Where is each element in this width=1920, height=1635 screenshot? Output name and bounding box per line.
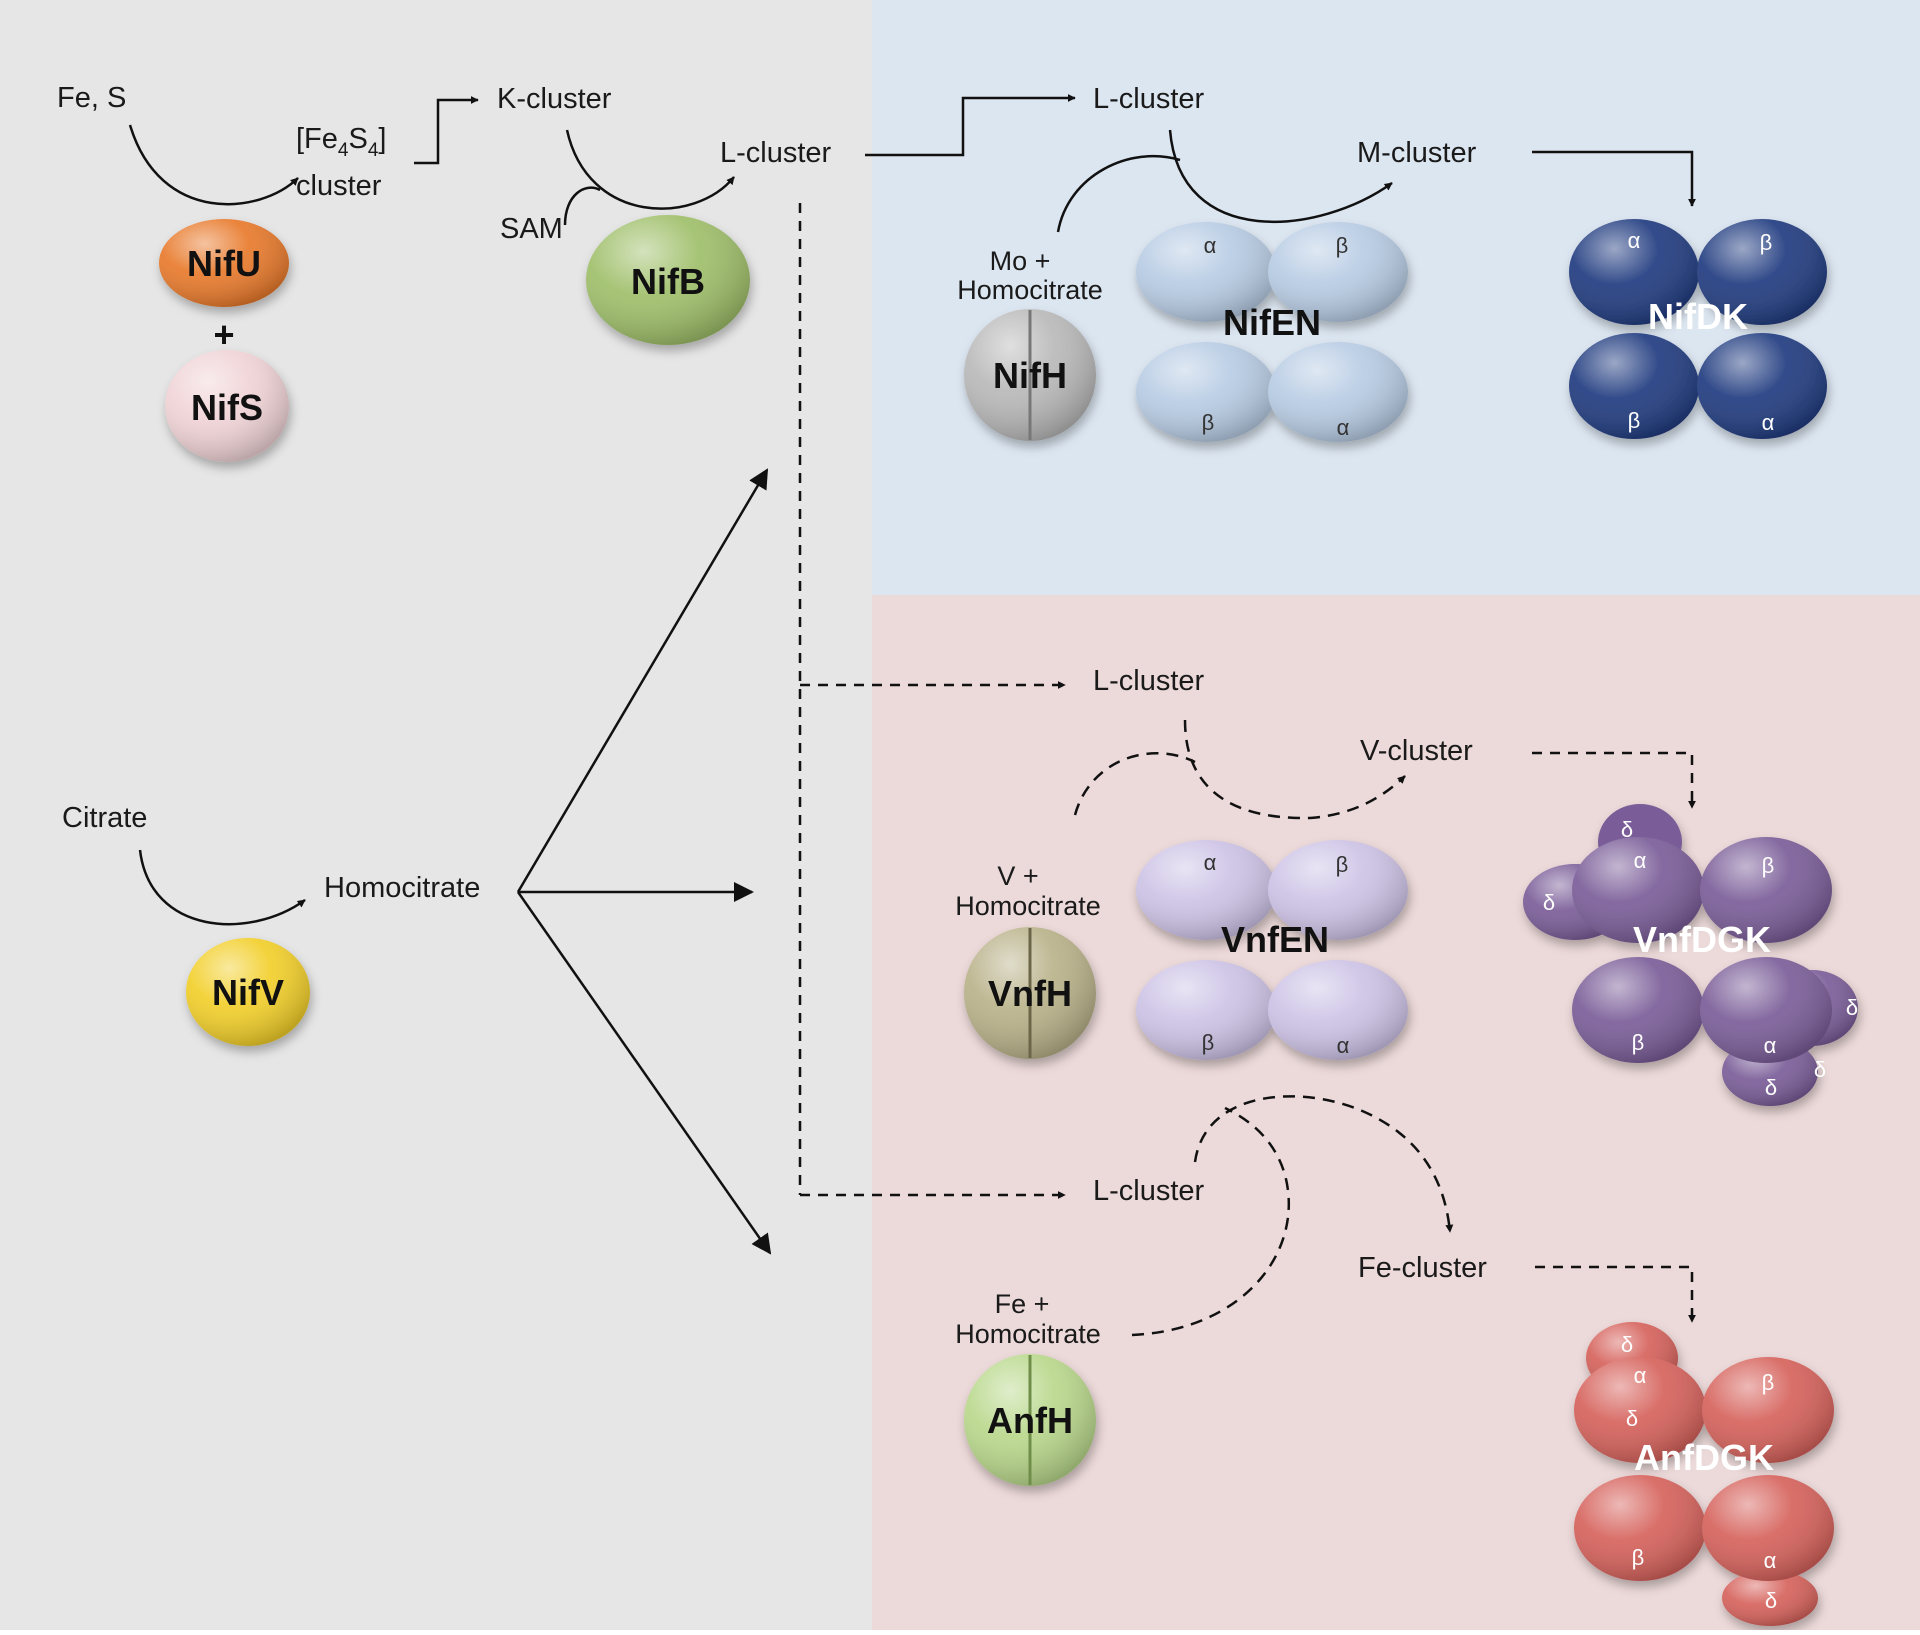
vnfen-label: VnfEN	[1221, 919, 1329, 960]
nifen-beta-bottom: β	[1202, 410, 1215, 435]
vnfdgk-beta-bottom: β	[1632, 1030, 1645, 1055]
m-cluster-label: M-cluster	[1357, 137, 1477, 169]
homocitrate-label: Homocitrate	[324, 872, 480, 904]
mo-homocitrate-label-1: Mo +	[990, 246, 1051, 276]
nifs-protein	[165, 350, 289, 462]
anf-arrow	[1193, 1095, 1454, 1233]
vnfen-beta-bottom: β	[1202, 1030, 1215, 1055]
mo-homocitrate-arrow	[1056, 155, 1181, 233]
nifs-label: NifS	[191, 387, 263, 428]
m-cluster-to-nifdk-arrow	[1532, 150, 1696, 207]
nifdk-alpha-top: α	[1628, 228, 1641, 253]
anfdgk-alpha-bottom: α	[1764, 1548, 1777, 1573]
nifh-label: NifH	[993, 355, 1067, 396]
nifu-label: NifU	[187, 243, 261, 284]
homocitrate-to-mo-arrow	[516, 468, 769, 893]
fe-s-label: Fe, S	[57, 82, 126, 114]
vnfen-alpha-top: α	[1204, 850, 1217, 875]
nifen-protein	[1136, 222, 1408, 442]
fe-homocitrate-label-1: Fe +	[995, 1289, 1050, 1319]
l-cluster-v-label: L-cluster	[1093, 665, 1205, 697]
anfdgk-protein	[1574, 1322, 1834, 1626]
sam-arrow	[563, 186, 601, 226]
vnfdgk-protein	[1523, 804, 1858, 1106]
vnfdgk-delta-edge: δ	[1814, 1057, 1826, 1082]
anfdgk-label: AnfDGK	[1634, 1437, 1774, 1478]
l-cluster-fe-label: L-cluster	[1093, 1175, 1205, 1207]
vnfdgk-delta-right: δ	[1846, 995, 1858, 1020]
vnfh-protein	[964, 927, 1096, 1059]
fe4s4-cluster-label: cluster	[296, 170, 382, 202]
anfdgk-delta-bottom: δ	[1765, 1588, 1777, 1613]
nifu-protein	[159, 219, 289, 307]
vnfdgk-delta-left: δ	[1543, 890, 1555, 915]
fe-cluster-label: Fe-cluster	[1358, 1252, 1487, 1284]
nifdk-beta-top: β	[1760, 230, 1773, 255]
anfdgk-beta-bottom: β	[1632, 1545, 1645, 1570]
vnfdgk-delta-top: δ	[1621, 817, 1633, 842]
citrate-label: Citrate	[62, 802, 147, 834]
nifdk-label: NifDK	[1648, 296, 1748, 337]
vnfen-arrow	[1183, 719, 1406, 820]
nifv-protein	[186, 938, 310, 1046]
v-homocitrate-label-2: Homocitrate	[955, 891, 1101, 921]
nifen-label: NifEN	[1223, 302, 1321, 343]
homocitrate-to-fe-arrow	[516, 891, 772, 1255]
anfdgk-alpha-top: α	[1634, 1363, 1647, 1388]
nifb-label: NifB	[631, 261, 705, 302]
fe-homocitrate-arrow	[1131, 1106, 1290, 1337]
nifen-beta-top: β	[1336, 233, 1349, 258]
fe-homocitrate-label-2: Homocitrate	[955, 1319, 1101, 1349]
anfdgk-beta-top: β	[1762, 1370, 1775, 1395]
l-cluster-main-label: L-cluster	[720, 137, 832, 169]
nifv-label: NifV	[212, 972, 284, 1013]
nifh-protein	[964, 309, 1096, 441]
vnfdgk-alpha-top: α	[1634, 848, 1647, 873]
k-cluster-label: K-cluster	[497, 83, 612, 115]
l-to-mo-arrow	[865, 94, 1076, 157]
vnfdgk-beta-top: β	[1762, 853, 1775, 878]
nifdk-protein	[1569, 219, 1827, 439]
anfdgk-delta-mid: δ	[1626, 1406, 1638, 1431]
vnfdgk-alpha-bottom: α	[1764, 1033, 1777, 1058]
nifdk-beta-bottom: β	[1628, 408, 1641, 433]
nifb-arrow	[565, 129, 735, 210]
vnfen-beta-top: β	[1336, 852, 1349, 877]
vnfdgk-delta-bottom: δ	[1765, 1075, 1777, 1100]
nifen-arrow	[1168, 129, 1393, 223]
nifb-protein	[586, 215, 750, 345]
v-cluster-label: V-cluster	[1360, 735, 1473, 767]
nifdk-alpha-bottom: α	[1762, 410, 1775, 435]
vnfen-alpha-bottom: α	[1337, 1033, 1350, 1058]
vnfh-label: VnfH	[988, 973, 1072, 1014]
vnfen-protein	[1136, 840, 1408, 1060]
anfh-protein	[964, 1354, 1096, 1486]
sam-label: SAM	[500, 213, 563, 245]
anfh-label: AnfH	[987, 1400, 1073, 1441]
nifen-alpha-top: α	[1204, 233, 1217, 258]
nifu-arrow	[128, 124, 299, 206]
plus-sign: +	[213, 314, 234, 355]
mo-homocitrate-label-2: Homocitrate	[957, 275, 1103, 305]
anfdgk-delta-top: δ	[1621, 1332, 1633, 1357]
nifen-alpha-bottom: α	[1337, 415, 1350, 440]
nifv-arrow	[138, 849, 306, 926]
fe4s4-to-k-arrow	[414, 96, 479, 165]
vnfdgk-label: VnfDGK	[1633, 919, 1771, 960]
v-homocitrate-label-1: V +	[997, 861, 1038, 891]
fe4s4-label: [Fe4S4]	[296, 123, 386, 161]
l-cluster-mo-label: L-cluster	[1093, 83, 1205, 115]
